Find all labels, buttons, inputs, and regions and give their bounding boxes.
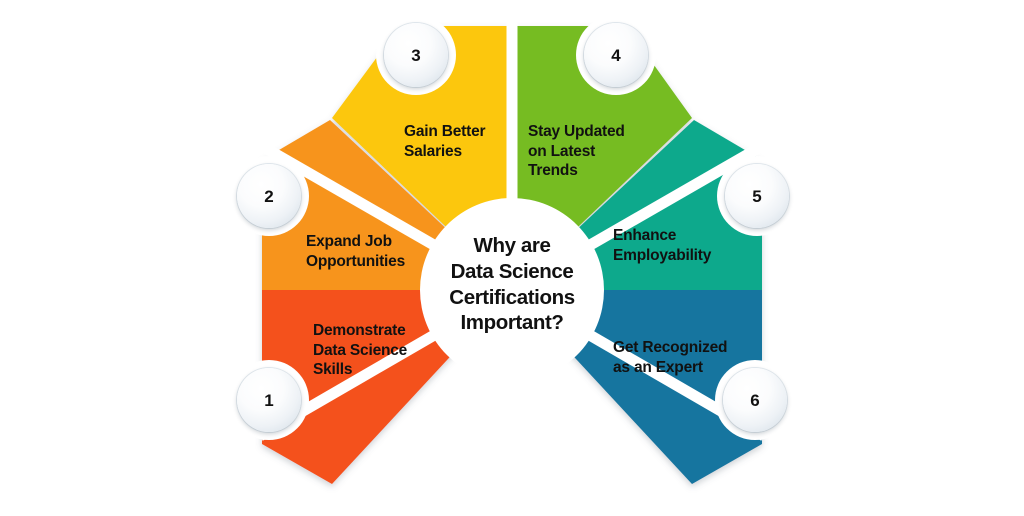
badge-1[interactable]: 1 <box>237 368 301 432</box>
badge-3-number: 3 <box>411 45 421 65</box>
segment-1-shape[interactable] <box>262 290 512 484</box>
badge-2[interactable]: 2 <box>237 164 301 228</box>
badge-3[interactable]: 3 <box>384 23 448 87</box>
badge-2-number: 2 <box>264 186 274 206</box>
badge-5[interactable]: 5 <box>725 164 789 228</box>
badge-6[interactable]: 6 <box>723 368 787 432</box>
badge-6-number: 6 <box>750 390 760 410</box>
badge-5-number: 5 <box>752 186 762 206</box>
segment-3-shape[interactable] <box>332 26 512 290</box>
segment-4-shape[interactable] <box>512 26 692 290</box>
segment-2-shape[interactable] <box>262 120 512 290</box>
badge-4[interactable]: 4 <box>584 23 648 87</box>
center-title: Why are Data Science Certifications Impo… <box>449 234 575 335</box>
badge-4-number: 4 <box>611 45 621 65</box>
segment-5-shape[interactable] <box>512 120 762 290</box>
badge-1-number: 1 <box>264 390 274 410</box>
segment-6-shape[interactable] <box>512 290 762 484</box>
